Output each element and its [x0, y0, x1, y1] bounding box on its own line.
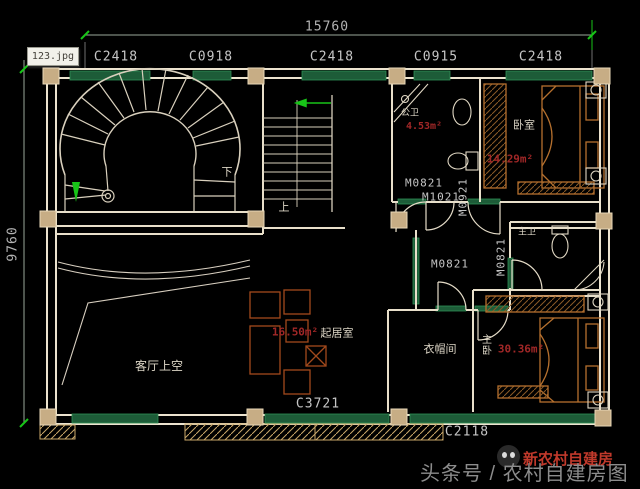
spiral-staircase [59, 67, 241, 211]
stair-direction-arrow [293, 98, 331, 108]
door-label-cloakroom: M0821 [430, 257, 470, 271]
door-label-master: M0821 [494, 237, 508, 277]
window-label-c2418-1: C2418 [93, 49, 139, 65]
area-living: 16.50m² [271, 325, 319, 339]
room-label-living-void: 客厅上空 [134, 359, 184, 373]
door-swings [395, 201, 543, 341]
dimension-ticks [19, 20, 597, 428]
window-label-c3721: C3721 [295, 396, 341, 412]
watermark-source: 头条号 / 农村自建房图纸 [420, 463, 629, 485]
door-label-hall: M1021 [421, 190, 461, 204]
window-label-c2418-2: C2418 [309, 49, 355, 65]
window-label-c2418-3: C2418 [518, 49, 564, 65]
living-void-marks [57, 259, 251, 386]
window-sills [69, 70, 596, 424]
straight-staircase [263, 100, 332, 207]
room-label-cloakroom: 衣帽间 [423, 342, 457, 356]
interior-walls [56, 78, 600, 412]
room-label-master-bath: 主卫 [517, 227, 537, 238]
area-public-bath: 4.53m² [405, 121, 443, 132]
bathroom-fixtures [393, 83, 605, 291]
door-label-bedroom: M0921 [456, 177, 470, 217]
nightstands [585, 81, 609, 409]
room-label-master-bedroom: 主卧 [482, 335, 492, 357]
window-label-c0915: C0915 [413, 49, 459, 65]
columns [39, 67, 613, 427]
room-label-bedroom: 卧室 [513, 118, 535, 132]
living-room-furniture [249, 289, 327, 395]
window-label-c0918: C0918 [188, 49, 234, 65]
door-label-bath: M0821 [404, 176, 444, 190]
room-label-public-bath: 公卫 [400, 108, 420, 119]
window-label-c2118: C2118 [444, 424, 490, 440]
area-bedroom: 14.29m² [486, 152, 534, 166]
area-master-bedroom: 30.36m² [497, 342, 545, 356]
stair-up-label: 上 [278, 200, 290, 214]
overall-height-dimension: 9760 [5, 226, 21, 262]
room-label-living: 起居室 [320, 326, 354, 340]
planter-strips [39, 423, 444, 441]
bedroom-furniture [483, 83, 605, 403]
stair-down-label: 下 [221, 165, 233, 179]
spiral-down-arrow [72, 182, 80, 202]
wechat-icon [497, 445, 520, 468]
watermark-brand: 新农村自建房 [523, 451, 614, 468]
file-name-tag: 123.jpg [27, 47, 79, 66]
overall-width-dimension: 15760 [304, 19, 350, 35]
